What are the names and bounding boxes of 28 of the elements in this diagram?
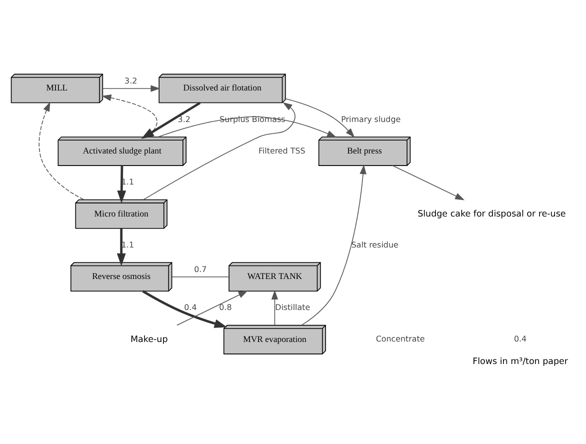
- arrow: [392, 165, 465, 200]
- edge-label: Distillate: [275, 303, 310, 312]
- label: 0.4: [514, 334, 527, 344]
- edge-label: Primary sludge: [341, 114, 401, 124]
- edge-label: 0.8: [219, 303, 232, 312]
- arrow: [117, 166, 126, 204]
- arrow: [301, 164, 366, 326]
- edge-label: 0.4: [184, 303, 197, 312]
- edge-label: 3.2: [178, 114, 190, 124]
- caption: Flows in m³/ton paper: [472, 357, 568, 368]
- arrow: [285, 98, 355, 138]
- node-text: Make-up: [130, 334, 168, 345]
- edge-label: Filtered TSS: [258, 146, 306, 156]
- edge-label: 0.7: [194, 265, 207, 274]
- arrow: [143, 102, 296, 200]
- connector: [172, 276, 230, 278]
- node-text: Sludge cake for disposal or re-use: [418, 209, 566, 220]
- arrow: [141, 102, 201, 139]
- edge-label: Salt residue: [351, 240, 398, 250]
- arrow: [158, 116, 337, 138]
- arrow: [102, 85, 160, 92]
- arrow: [176, 290, 248, 326]
- label: Concentrate: [376, 334, 425, 344]
- arrow: [116, 228, 126, 266]
- edge-label: 3.2: [124, 76, 138, 86]
- arrow: [271, 290, 278, 326]
- arrow: [38, 102, 84, 200]
- arrow: [142, 290, 228, 328]
